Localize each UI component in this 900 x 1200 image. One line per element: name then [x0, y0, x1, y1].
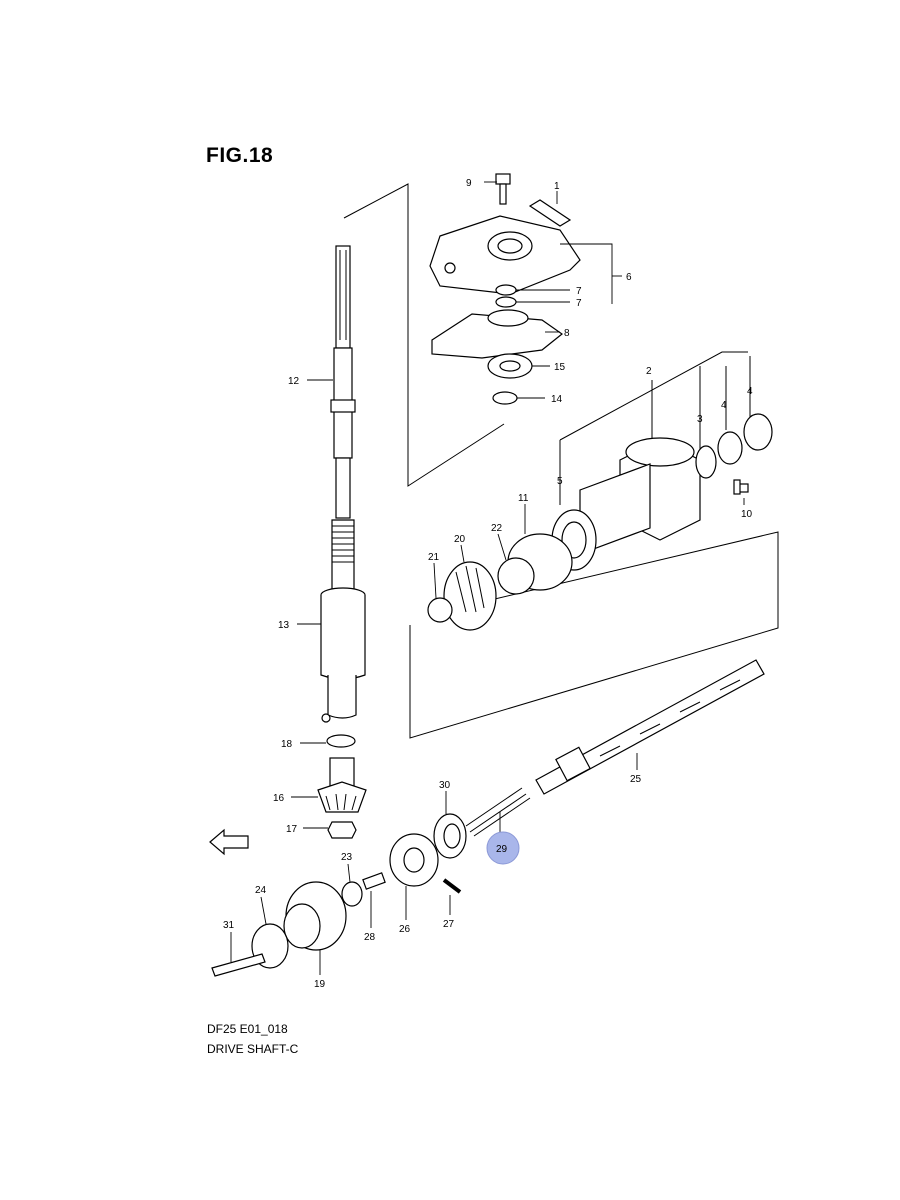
- callout-16: 16: [273, 793, 285, 804]
- callout-20: 20: [454, 534, 466, 545]
- bracket-housing: [559, 351, 748, 441]
- bracket-upper: [343, 183, 505, 487]
- part-7-oring-a: [495, 284, 517, 296]
- part-30-retainer: [433, 813, 467, 859]
- part-31-pin: [211, 953, 266, 977]
- callout-21: 21: [428, 552, 440, 563]
- figure-name: DRIVE SHAFT-C: [207, 1042, 299, 1056]
- highlight-marker: [486, 831, 520, 865]
- callout-6: 6: [626, 272, 632, 283]
- part-4-seal-a: [717, 431, 743, 465]
- callout-18: 18: [281, 739, 293, 750]
- callout-27: 27: [443, 919, 455, 930]
- part-9-bolt: [495, 173, 511, 205]
- callout-15: 15: [554, 362, 566, 373]
- part-18-washer: [326, 734, 356, 748]
- figure-code: DF25 E01_018: [207, 1022, 288, 1036]
- part-20-gear: [443, 561, 497, 631]
- callout-3: 3: [697, 414, 703, 425]
- callout-17: 17: [286, 824, 298, 835]
- callout-7-a: 7: [576, 286, 582, 297]
- part-12-drive-shaft: [330, 245, 356, 591]
- callout-10: 10: [741, 509, 753, 520]
- part-16-pinion-gear: [317, 757, 367, 813]
- figure-title: FIG.18: [206, 144, 274, 167]
- part-13-sleeve: [320, 587, 366, 723]
- part-4-seal-b: [743, 413, 773, 451]
- callout-29: 29: [496, 844, 508, 855]
- part-10-bolt: [733, 479, 749, 495]
- callout-12: 12: [288, 376, 300, 387]
- callout-8: 8: [564, 328, 570, 339]
- part-7-oring-b: [495, 296, 517, 308]
- part-3-bearing: [695, 445, 717, 479]
- part-14-washer: [492, 391, 518, 405]
- callout-28: 28: [364, 932, 376, 943]
- callout-31: 31: [223, 920, 235, 931]
- part-29-spring: [465, 787, 531, 837]
- part-17-nut: [327, 821, 357, 839]
- part-27-pin: [442, 878, 462, 894]
- callout-4-a: 4: [721, 400, 727, 411]
- callout-7-b: 7: [576, 298, 582, 309]
- part-1-seal: [528, 199, 572, 227]
- part-19-forward-gear: [283, 881, 347, 951]
- callout-9: 9: [466, 178, 472, 189]
- callout-30: 30: [439, 780, 451, 791]
- part-26-clutch: [389, 833, 439, 887]
- part-2-housing: [579, 437, 701, 555]
- front-arrow-icon: [209, 828, 249, 856]
- callout-13: 13: [278, 620, 290, 631]
- part-8-gasket: [431, 309, 564, 359]
- callout-24: 24: [255, 885, 267, 896]
- part-15-bearing: [487, 353, 533, 379]
- callout-4-b: 4: [747, 386, 753, 397]
- part-21-shim: [427, 597, 453, 623]
- part-25-propeller-shaft: [535, 659, 765, 795]
- callout-5: 5: [557, 476, 563, 487]
- callout-11: 11: [518, 493, 529, 504]
- part-28-pin: [362, 872, 386, 890]
- callout-22: 22: [491, 523, 503, 534]
- part-6-pump-case: [429, 215, 581, 295]
- bracket-lower: [409, 531, 779, 739]
- callout-25: 25: [630, 774, 642, 785]
- callout-14: 14: [551, 394, 563, 405]
- callout-23: 23: [341, 852, 353, 863]
- callout-2: 2: [646, 366, 652, 377]
- part-23-shim: [341, 881, 363, 907]
- part-22-shim: [497, 557, 535, 595]
- callout-1: 1: [554, 181, 560, 192]
- callout-19: 19: [314, 979, 326, 990]
- callout-26: 26: [399, 924, 411, 935]
